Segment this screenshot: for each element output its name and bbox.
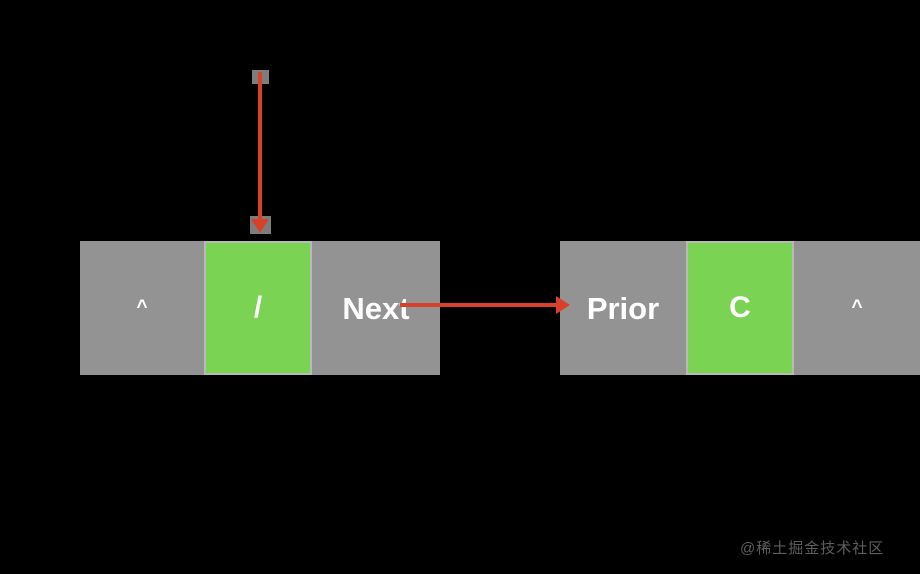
vertical-arrow-shaft [258, 72, 262, 220]
node-right: Prior C ^ [560, 241, 920, 375]
cell-left-data: / [204, 241, 312, 375]
horizontal-arrow-head [556, 296, 570, 314]
cell-right-data-label: C [729, 291, 751, 324]
vertical-arrow-head [251, 219, 269, 233]
cell-left-next-pointer-label: Next [342, 290, 410, 326]
cell-left-prev-pointer-label: ^ [136, 296, 148, 318]
cell-right-prior-pointer-label: Prior [586, 290, 660, 326]
watermark-text: @稀土掘金技术社区 [740, 540, 885, 557]
cell-right-data: C [686, 241, 794, 375]
cell-right-next-pointer-label: ^ [851, 296, 863, 318]
cell-left-data-label: / [253, 291, 263, 324]
cell-right-prior-pointer: Prior [560, 241, 686, 375]
cell-left-next-pointer: Next [312, 241, 440, 375]
node-left: ^ / Next [80, 241, 440, 375]
horizontal-arrow-shaft [400, 303, 558, 307]
cell-left-prev-pointer: ^ [80, 241, 204, 375]
cell-right-next-pointer: ^ [794, 241, 920, 375]
